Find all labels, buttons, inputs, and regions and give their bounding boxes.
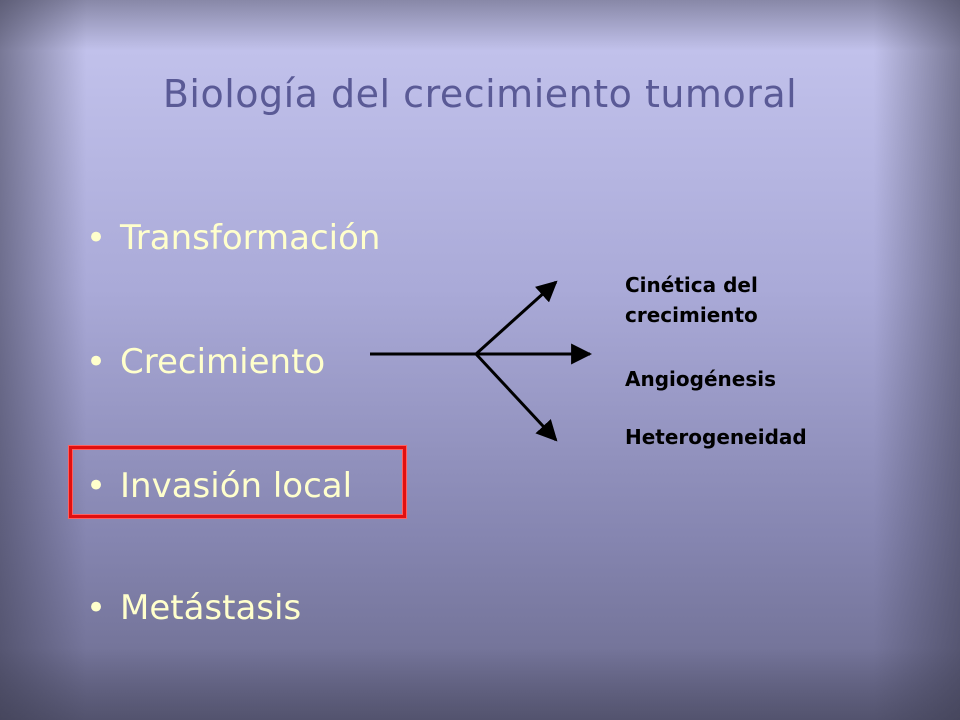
bullet-item-metastasis: • Metástasis: [86, 588, 301, 628]
bullet-marker: •: [86, 466, 107, 506]
bullet-label: Crecimiento: [120, 342, 326, 382]
bullet-item-invasion-local: • Invasión local: [86, 466, 352, 506]
branch-label-angiogenesis: Angiogénesis: [625, 367, 776, 391]
arrow-branch-up: [474, 280, 558, 356]
bullet-marker: •: [86, 588, 107, 628]
bullet-marker: •: [86, 218, 107, 258]
bullet-item-crecimiento: • Crecimiento: [86, 342, 325, 382]
bullet-label: Invasión local: [120, 466, 353, 506]
bullet-label: Transformación: [120, 218, 381, 258]
bullet-marker: •: [86, 342, 107, 382]
branch-label-heterogeneidad: Heterogeneidad: [625, 425, 807, 449]
slide-title: Biología del crecimiento tumoral: [162, 72, 798, 116]
branch-label-cinetica: Cinética del crecimiento: [625, 273, 758, 327]
arrow-branch-down: [474, 352, 558, 442]
bullet-item-transformacion: • Transformación: [86, 218, 380, 258]
highlight-box: [69, 446, 406, 518]
bullet-label: Metástasis: [120, 588, 302, 628]
